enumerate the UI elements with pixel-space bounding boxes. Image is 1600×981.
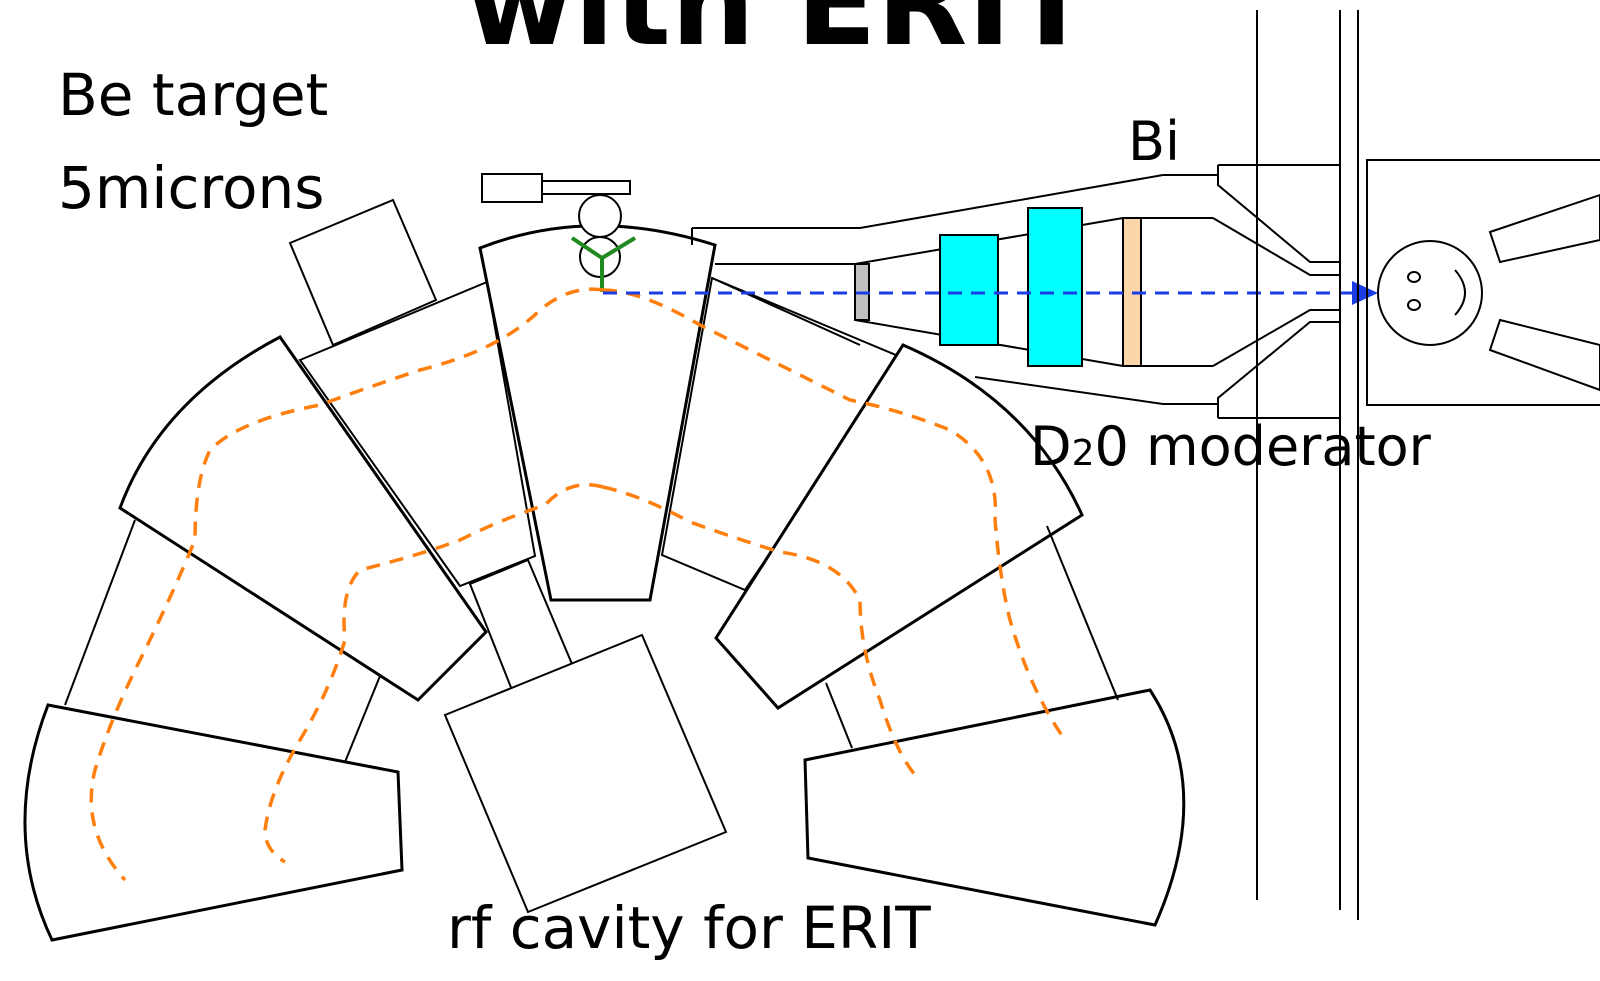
be-target-label: Be target (58, 61, 328, 129)
magnet-left-lower (23, 703, 404, 942)
rf-cavity-label: rf cavity for ERIT (447, 894, 931, 962)
orbit-inner-left (263, 483, 604, 864)
treatment-room (1366, 159, 1600, 406)
thickness-label: 5microns (58, 154, 324, 222)
be-target-icon (570, 236, 637, 292)
bi-label: Bi (1128, 110, 1180, 173)
filter-block-1 (939, 234, 999, 346)
left-straight-section (298, 280, 537, 588)
shield-wall (1256, 10, 1359, 920)
rf-cavity (443, 633, 728, 914)
injector-arm (541, 180, 631, 195)
storage-ring (23, 198, 1186, 942)
upper-left-block (288, 198, 438, 347)
beam-orbits (89, 287, 1067, 882)
target-chamber-upper (578, 194, 622, 238)
patient-icon (1377, 193, 1600, 392)
orbit-inner-right (602, 485, 917, 777)
target-assembly (481, 173, 637, 292)
d2o-moderator-label: D20 moderator (1030, 415, 1432, 478)
injector-housing (481, 173, 543, 203)
magnet-left-upper (118, 335, 488, 702)
magnet-right-upper (714, 343, 1084, 710)
d2o-subscript: 2 (1072, 433, 1095, 474)
orbit-outer-left (89, 287, 604, 882)
d2o-prefix: D (1030, 415, 1072, 478)
arrow-head-icon (1352, 281, 1378, 305)
orbit-outer-right (602, 288, 1067, 742)
diagram-title: with ERIT (465, 0, 1092, 72)
magnet-right-lower (803, 688, 1186, 927)
d2o-suffix: 0 moderator (1095, 415, 1432, 478)
filter-block-2 (1027, 207, 1083, 367)
